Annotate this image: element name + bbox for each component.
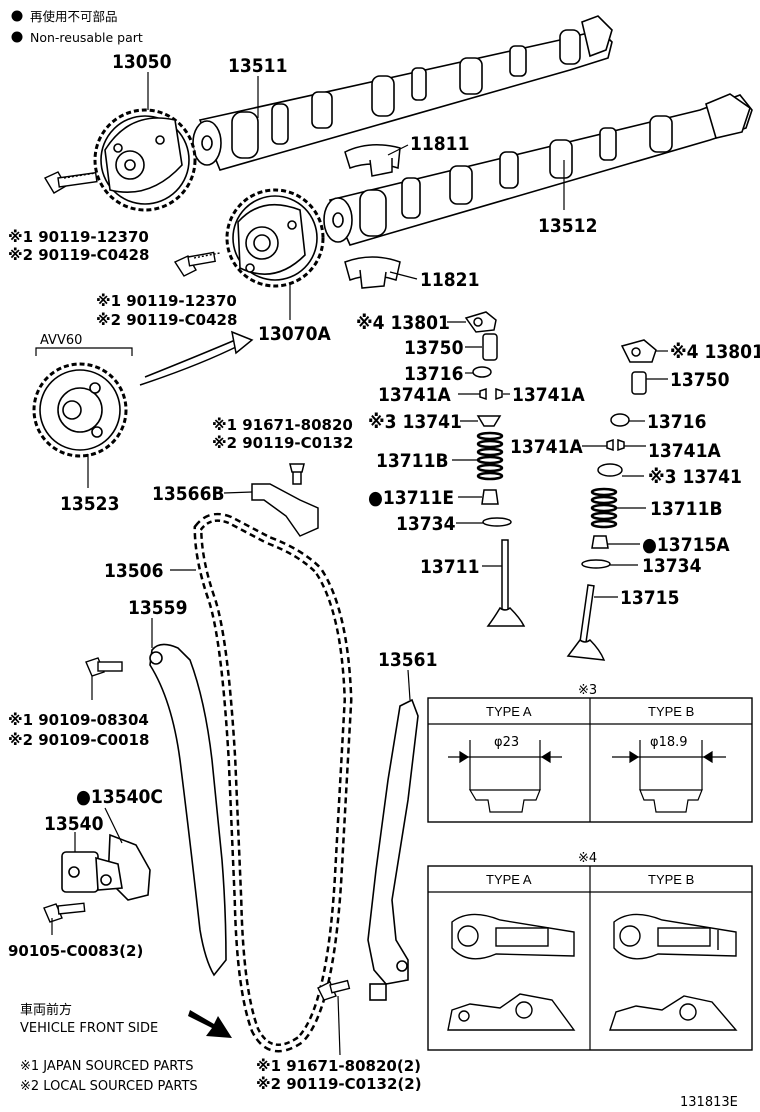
table4-type-b: TYPE B — [648, 872, 694, 887]
label-13801-right: ※4 13801 — [670, 341, 760, 363]
table-type-rocker: ※4 TYPE A TYPE B — [427, 851, 753, 1051]
label-13716-left: 13716 — [404, 363, 463, 385]
label-bottom-bolt-line1: ※1 91671-80820(2) — [256, 1057, 421, 1075]
label-bolt1-line2: ※2 90119-C0428 — [8, 246, 149, 264]
note-japan-sourced: ※1 JAPAN SOURCED PARTS — [20, 1059, 194, 1074]
label-13711: 13711 — [420, 556, 479, 578]
label-13715: 13715 — [620, 587, 679, 609]
label-13566b: 13566B — [152, 483, 225, 505]
label-13741a-left1: 13741A — [378, 384, 451, 406]
camshaft-13511 — [192, 15, 613, 171]
vehicle-front-en: VEHICLE FRONT SIDE — [20, 1021, 158, 1036]
label-13540c: ●13540C — [76, 786, 163, 808]
label-bolt2-line1: ※1 90119-12370 — [96, 292, 237, 310]
timing-chain-13506 — [193, 512, 353, 1053]
label-13715a: ●13715A — [642, 534, 730, 556]
table3-mark: ※3 — [578, 683, 597, 698]
footer-notes: 車両前方 VEHICLE FRONT SIDE ※1 JAPAN SOURCED… — [20, 1002, 738, 1110]
label-13741a-left2: 13741A — [512, 384, 585, 406]
bolt-90105 — [43, 902, 86, 923]
sprocket-13050 — [93, 108, 197, 212]
label-13741a-right1: 13741A — [510, 436, 583, 458]
label-guide-bolt-line1: ※1 91671-80820 — [212, 416, 353, 434]
table3-dim-b: φ18.9 — [650, 735, 688, 750]
legend-non-reusable-en: Non-reusable part — [30, 30, 143, 45]
label-13741a-right2: 13741A — [648, 440, 721, 462]
label-13070a: 13070A — [258, 323, 331, 345]
label-13050: 13050 — [112, 51, 172, 73]
label-13540: 13540 — [44, 813, 104, 835]
label-avv60: AVV60 — [40, 333, 82, 348]
label-13559: 13559 — [128, 597, 187, 619]
label-13711e: ●13711E — [368, 487, 454, 509]
part-labels: 13050 13511 11811 13512 11821 13070A ※1 … — [8, 51, 760, 1093]
label-11811: 11811 — [410, 133, 469, 155]
label-guide-bolt-line2: ※2 90119-C0132 — [212, 434, 353, 452]
label-13512: 13512 — [538, 215, 597, 237]
chain-guide-13561 — [367, 698, 419, 1001]
vehicle-front-arrow-icon — [188, 1010, 232, 1038]
avv60-bracket — [35, 347, 133, 356]
label-13711b-right: 13711B — [650, 498, 723, 520]
table4-mark: ※4 — [578, 851, 597, 866]
label-13801-left: ※4 13801 — [356, 312, 450, 334]
label-tens-bolt-line1: ※1 90109-08304 — [8, 711, 149, 729]
label-13741-right: ※3 13741 — [648, 466, 742, 488]
bolt-91671-bottom — [317, 979, 351, 1001]
leader-lines — [51, 72, 668, 1056]
legend: 再使用不可部品 Non-reusable part — [11, 9, 143, 45]
sprocket-13070a — [225, 188, 325, 288]
bolt-90109 — [85, 657, 123, 677]
non-reusable-dot-icon — [11, 10, 23, 22]
label-tens-bolt-line2: ※2 90109-C0018 — [8, 731, 149, 749]
bearing-cap-11811 — [344, 144, 401, 177]
sprocket-13523 — [32, 362, 128, 458]
label-13734-right: 13734 — [642, 555, 702, 577]
table3-type-b: TYPE B — [648, 704, 694, 719]
camshaft-13512 — [323, 93, 753, 246]
label-13523: 13523 — [60, 493, 119, 515]
tensioner-13540 — [61, 833, 151, 901]
tensioner-arm-13559 — [149, 643, 227, 977]
label-13511: 13511 — [228, 55, 287, 77]
label-11821: 11821 — [420, 269, 479, 291]
label-13716-right: 13716 — [647, 411, 706, 433]
note-local-sourced: ※2 LOCAL SOURCED PARTS — [20, 1079, 198, 1094]
chain-guide-13566b — [251, 463, 319, 537]
label-13734-left: 13734 — [396, 513, 456, 535]
valve-train-left — [464, 311, 526, 627]
table-type-retainer: ※3 TYPE A TYPE B φ23 φ18.9 — [427, 683, 753, 823]
label-90105: 90105-C0083(2) — [8, 942, 143, 960]
vehicle-front-jp: 車両前方 — [20, 1002, 72, 1018]
bolt-90119-upper — [43, 171, 98, 194]
label-13750-right: 13750 — [670, 369, 730, 391]
label-bottom-bolt-line2: ※2 90119-C0132(2) — [256, 1075, 422, 1093]
label-13561: 13561 — [378, 649, 437, 671]
bolt-90119-lower — [173, 251, 221, 277]
table4-type-a: TYPE A — [486, 872, 532, 887]
label-bolt1-line1: ※1 90119-12370 — [8, 228, 149, 246]
table3-type-a: TYPE A — [486, 704, 532, 719]
table3-dim-a: φ23 — [494, 735, 519, 750]
label-13750-left: 13750 — [404, 337, 464, 359]
non-reusable-dot-icon — [11, 31, 23, 43]
diagram-id: 131813E — [680, 1095, 738, 1110]
label-13711b-left: 13711B — [376, 450, 449, 472]
bearing-cap-11821 — [344, 256, 401, 289]
legend-non-reusable-jp: 再使用不可部品 — [30, 9, 118, 24]
label-bolt2-line2: ※2 90119-C0428 — [96, 311, 237, 329]
label-13506: 13506 — [104, 560, 163, 582]
arrow-to-13070a — [139, 330, 254, 386]
label-13741-left: ※3 13741 — [368, 411, 462, 433]
valve-train-right — [566, 339, 657, 661]
